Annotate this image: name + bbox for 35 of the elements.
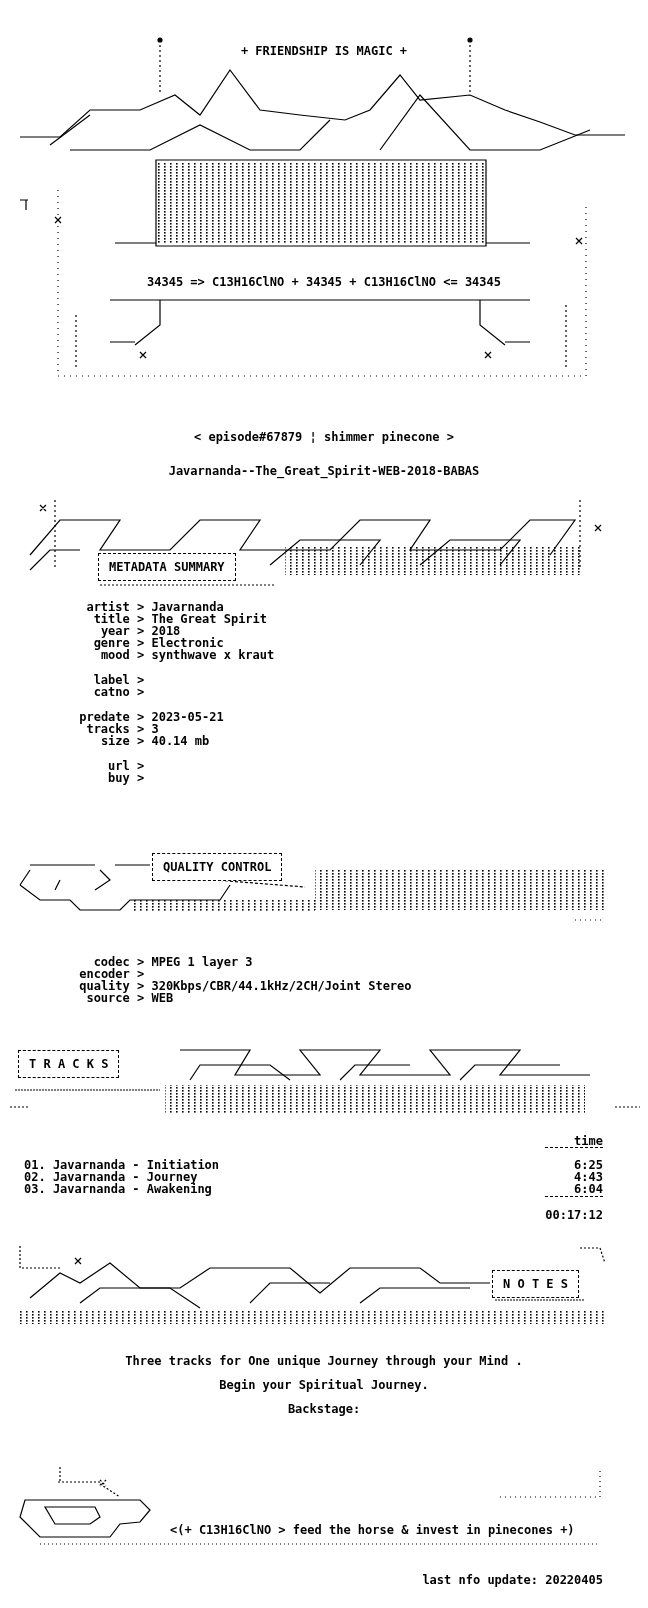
banner-heading: + FRIENDSHIP IS MAGIC +: [240, 44, 408, 58]
update-date: last nfo update: 20220405: [422, 1573, 603, 1587]
metadata-line: title > The Great Spirit: [93, 612, 268, 626]
track-title: 02. Javarnanda - Journey: [24, 1170, 198, 1184]
release-name: Javarnanda--The_Great_Spirit-WEB-2018-BABAS: [168, 464, 480, 478]
note-text: Three tracks for One unique Journey through your Mind .: [125, 1354, 523, 1368]
metadata-line: predate > 2023-05-21: [79, 710, 224, 724]
metadata-line: label >: [93, 673, 145, 687]
note-text: Backstage:: [287, 1402, 361, 1416]
formula-text: 34345 => C13H16ClNO + 34345 + C13H16ClNO <= 34345: [147, 275, 501, 289]
quality-line: encoder >: [79, 967, 145, 981]
episode-line: < episode#67879 ¦ shimmer pinecone >: [193, 430, 455, 444]
metadata-line: size > 40.14 mb: [100, 734, 210, 748]
metadata-line: artist > Javarnanda: [86, 600, 224, 614]
section-heading-box: T R A C K S: [18, 1050, 120, 1078]
total-duration: 00:17:12: [545, 1208, 603, 1222]
track-title: 03. Javarnanda - Awakening: [24, 1182, 212, 1196]
section-heading-box: QUALITY CONTROL: [152, 853, 283, 881]
metadata-line: mood > synthwave x kraut: [100, 648, 275, 662]
column-header: time: [574, 1134, 603, 1148]
quality-line: codec > MPEG 1 layer 3: [93, 955, 253, 969]
slogan-text: <(+ C13H16ClNO > feed the horse & invest in pinecones +): [170, 1523, 575, 1537]
metadata-line: tracks > 3: [86, 722, 159, 736]
quality-line: quality > 320Kbps/CBR/44.1kHz/2CH/Joint Stereo: [79, 979, 412, 993]
track-duration: 6:04: [574, 1182, 603, 1196]
section-heading-box: N O T E S: [492, 1270, 580, 1298]
metadata-line: catno >: [93, 685, 145, 699]
metadata-line: url >: [108, 759, 145, 773]
note-text: Begin your Spiritual Journey.: [219, 1378, 429, 1392]
track-title: 01. Javarnanda - Initiation: [24, 1158, 220, 1172]
metadata-line: year > 2018: [100, 624, 181, 638]
section-heading-box: METADATA SUMMARY: [98, 553, 236, 581]
track-duration: 4:43: [574, 1170, 603, 1184]
track-duration: 6:25: [574, 1158, 603, 1172]
metadata-line: buy >: [108, 771, 145, 785]
